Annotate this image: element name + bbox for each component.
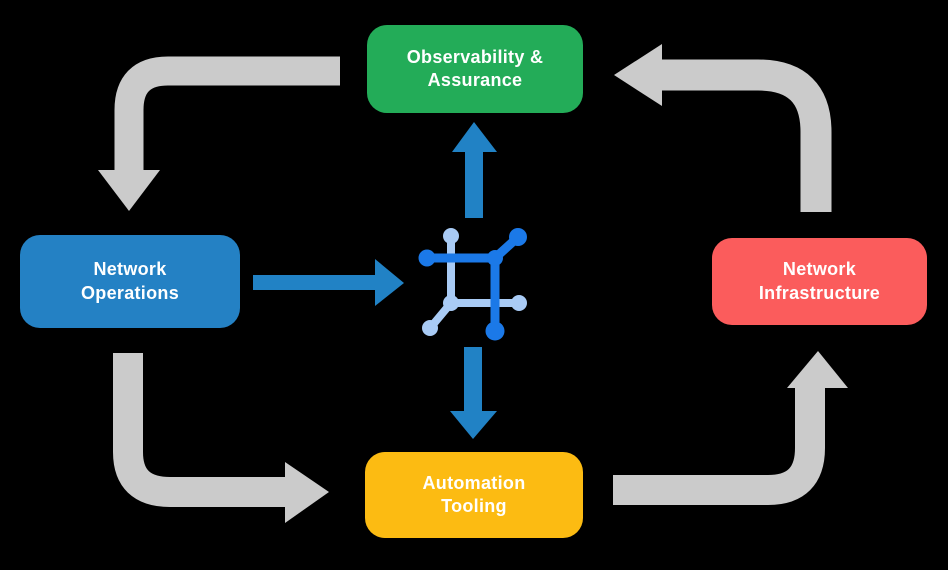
arrow-operations-to-center [253,259,404,306]
node-network-infrastructure-label: Network Infrastructure [758,259,881,303]
arrow-observability-to-operations [98,56,340,211]
node-automation-tooling-label: Automation Tooling [422,472,526,516]
network-mesh-icon-dark-branches [418,228,527,341]
arrow-center-to-observability [452,122,497,218]
arrow-infrastructure-to-observability [614,44,832,212]
node-network-infrastructure: Network Infrastructure [712,238,927,325]
arrow-automation-to-infrastructure [613,351,848,505]
arrow-center-to-automation [450,347,497,439]
node-network-operations: Network Operations [20,235,240,328]
node-observability-assurance: Observability & Assurance [367,25,583,113]
network-mesh-icon-light-branches [422,228,527,336]
network-mesh-icon [418,228,527,341]
node-network-operations-label: Network Operations [80,259,180,303]
arrow-operations-to-automation [113,353,329,523]
node-automation-tooling: Automation Tooling [365,452,583,538]
node-observability-assurance-label: Observability & Assurance [406,46,544,90]
